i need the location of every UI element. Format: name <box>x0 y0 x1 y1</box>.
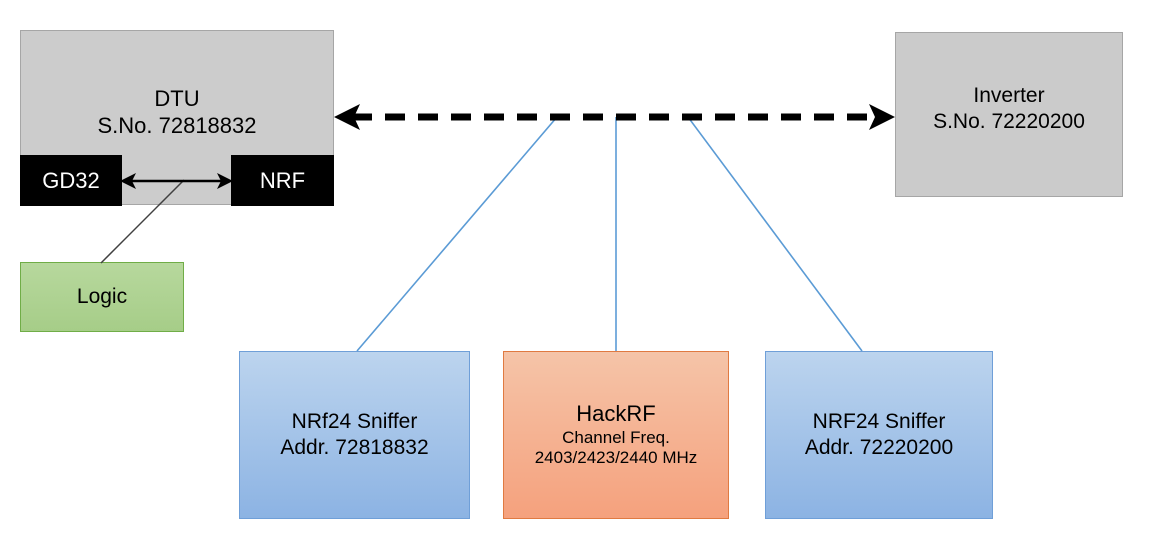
sniffer-left-title: NRf24 Sniffer <box>291 410 418 434</box>
sniffer-left-address: Addr. 72818832 <box>280 436 429 459</box>
node-hackrf[interactable]: HackRF Channel Freq. 2403/2423/2440 MHz <box>503 351 729 519</box>
gd32-label: GD32 <box>42 167 100 193</box>
hackrf-title: HackRF <box>576 400 656 426</box>
node-logic[interactable]: Logic <box>20 262 184 332</box>
inverter-title: Inverter <box>973 84 1045 107</box>
hackrf-channel-freqs: 2403/2423/2440 MHz <box>534 448 698 468</box>
dtu-serial: S.No. 72818832 <box>97 112 257 138</box>
inverter-serial: S.No. 72220200 <box>933 109 1085 133</box>
nrf-label: NRF <box>259 167 306 193</box>
arrowhead-right-inverter <box>869 104 895 130</box>
node-sniffer-left[interactable]: NRf24 Sniffer Addr. 72818832 <box>239 351 470 519</box>
connector-tap-sniffer-left <box>356 116 558 352</box>
hackrf-channel-label: Channel Freq. <box>562 427 670 447</box>
node-sniffer-right[interactable]: NRF24 Sniffer Addr. 72220200 <box>765 351 993 519</box>
dtu-title: DTU <box>154 86 200 111</box>
connector-tap-sniffer-right <box>687 116 863 352</box>
logic-label: Logic <box>76 285 128 309</box>
node-inverter[interactable]: Inverter S.No. 72220200 <box>895 32 1123 197</box>
sniffer-right-address: Addr. 72220200 <box>804 436 954 459</box>
node-nrf[interactable]: NRF <box>231 155 334 206</box>
arrowhead-left-dtu <box>334 104 360 130</box>
node-gd32[interactable]: GD32 <box>20 155 122 206</box>
sniffer-right-title: NRF24 Sniffer <box>812 410 946 434</box>
